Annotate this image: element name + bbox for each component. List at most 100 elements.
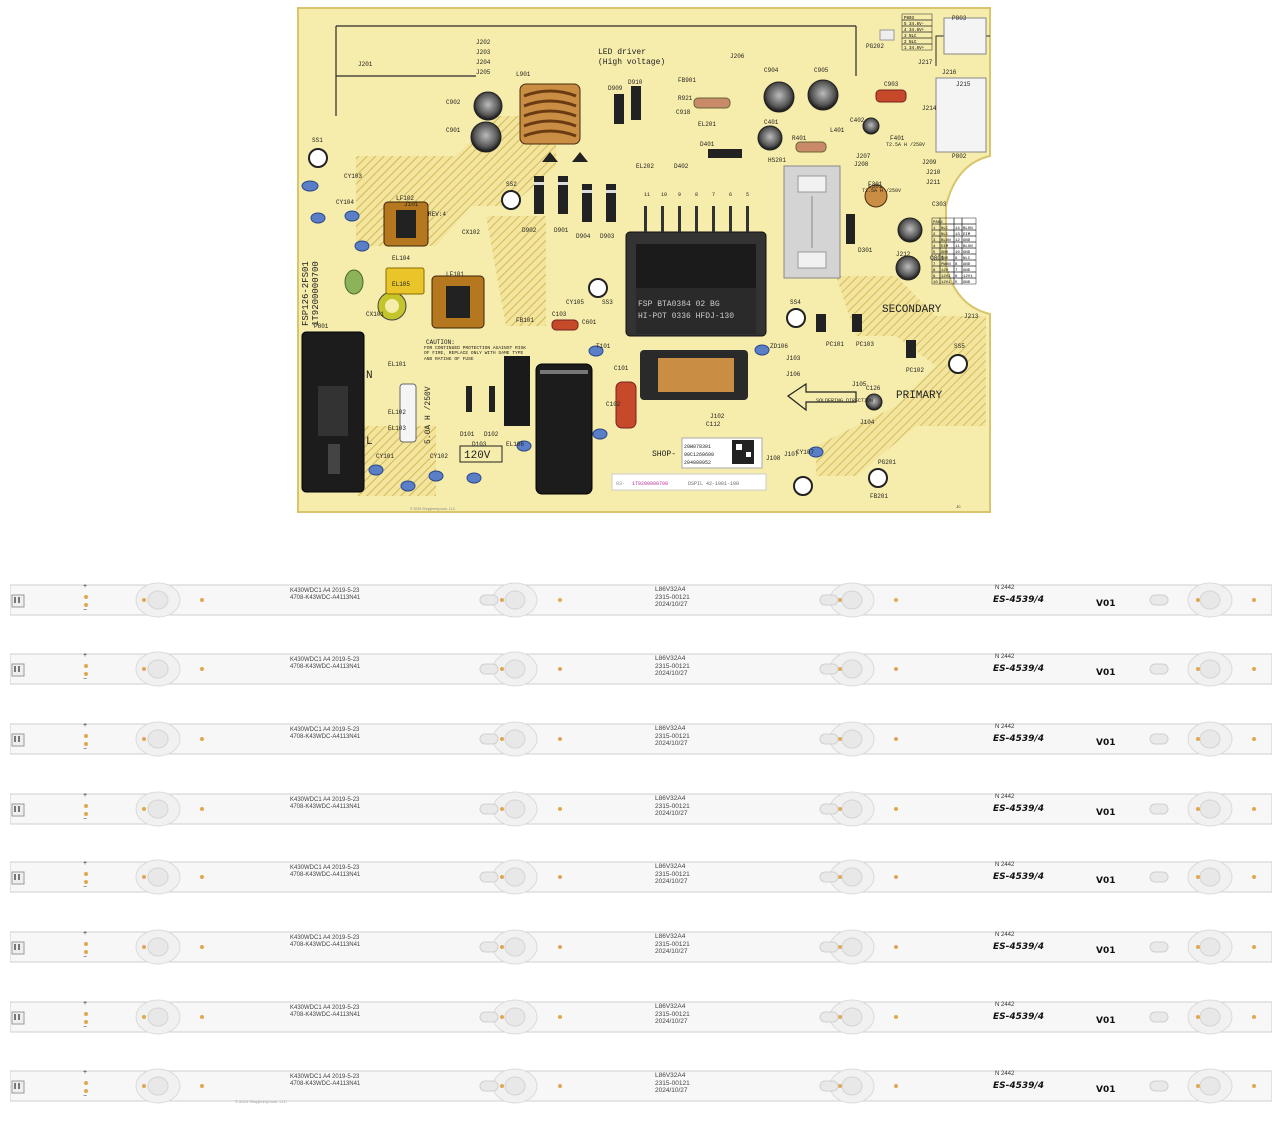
strip-solder-dot [200,667,204,671]
svg-text:R921: R921 [678,95,693,102]
transformer-pin-label: 5 [746,192,749,198]
strip-solder-dot [1196,667,1200,671]
p802-table-text: 10 [933,281,938,285]
svg-text:EL106: EL106 [506,441,524,448]
strip-solder-dot [558,875,562,879]
svg-text:FB201: FB201 [870,493,888,500]
fuse-f301-rating: T2.5A H /250V [862,188,901,194]
output-connectors [879,17,987,153]
minus-mark: − [83,954,88,961]
strip-marking-mid-1: L86V32A4 [655,863,686,870]
strip-marking-mid-2: 2315-00121 [655,1079,690,1087]
svg-text:C301: C301 [930,255,945,262]
svg-text:CY103: CY103 [344,173,362,180]
svg-text:J204: J204 [476,59,491,66]
p802-table-text: NLC [963,257,971,261]
strip-solder-dot [142,875,146,879]
svg-text:P803: P803 [952,15,967,22]
svg-text:D101: D101 [460,431,475,438]
p802-table-text: 5 [933,251,936,255]
strip-solder-dot [894,1015,898,1019]
strip-marking-v01: V01 [1096,946,1116,956]
svg-text:C601: C601 [582,319,597,326]
led-strip-body [10,651,1272,687]
strip-solder-dot [500,807,504,811]
strip-solder-dot [500,598,504,602]
strip-solder-dot [1252,598,1256,602]
p803-table-row: 2 NLC [904,41,917,45]
p802-table-text: GND [963,263,971,267]
strip-marking-left-1: K430WDC1 A4 2019-5-23 [290,727,360,733]
fuse [399,383,417,443]
svg-text:PC103: PC103 [856,341,874,348]
reference-designators: J201 J202 J203 J204 J205 J206 J207 J208 … [312,15,979,500]
strip-marking-mid-3: 2024/10/27 [655,1018,688,1025]
svg-text:C402: C402 [850,117,865,124]
svg-text:D401: D401 [700,141,715,148]
svg-text:PC101: PC101 [826,341,844,348]
led-strip-body [10,582,1272,618]
strip-solder-dot [1196,807,1200,811]
secondary-label: SECONDARY [882,304,942,316]
p803-table-row: P803 [904,17,915,21]
minus-mark: − [83,1093,88,1100]
strip-solder-dot [200,598,204,602]
strip-marking-left-1: K430WDC1 A4 2019-5-23 [290,588,360,594]
p803-table-row: 4 34.6V+ [904,29,925,33]
caution-title: CAUTION: [426,339,455,346]
strip-solder-dot [894,807,898,811]
fuse-rating-label: 5.0A H /250V [424,386,433,444]
p802-table-text: 7 [933,263,936,267]
p802-table-text: GND [963,239,971,243]
mounting-holes [308,148,968,496]
inductor-l901 [519,83,581,145]
strip-marking-left-2: 4708-K43WDC-A4113N41 [290,1012,361,1018]
svg-text:D102: D102 [484,431,499,438]
strip-solder-dot [894,598,898,602]
svg-text:J106: J106 [786,371,801,378]
svg-text:L301: L301 [868,183,883,190]
strip-marking-mid-1: L86V32A4 [655,725,686,732]
strip-solder-dot [142,737,146,741]
strip-solder-dot [558,1015,562,1019]
svg-text:C902: C902 [446,99,461,106]
p802-table-text: 4 [933,245,936,249]
led-strip-body [10,791,1272,827]
p803-table-row: 5 34.6V- [904,23,924,27]
svg-text:T101: T101 [596,343,611,350]
strip-marking-mid-2: 2315-00121 [655,662,690,670]
strip-solder-dot [558,945,562,949]
svg-text:SS5: SS5 [954,343,965,350]
svg-text:J213: J213 [964,313,979,320]
strip-solder-dot [500,1084,504,1088]
strip-marking-mid-1: L86V32A4 [655,933,686,940]
strip-marking-mid-3: 2024/10/27 [655,670,688,677]
led-driver-title: LED driver [598,48,646,57]
strip-solder-dot [838,875,842,879]
strip-marking-n: N 2442 [995,654,1015,660]
svg-text:D103: D103 [472,441,487,448]
strip-marking-v01: V01 [1096,808,1116,818]
strip-solder-dot [838,945,842,949]
strip-solder-dot [1196,598,1200,602]
strip-marking-left-1: K430WDC1 A4 2019-5-23 [290,1074,360,1080]
strip-solder-dot [558,598,562,602]
strip-marking-n: N 2442 [995,1002,1015,1008]
transformer-line2: HI-POT 0336 HFDJ-130 [638,312,734,321]
strip-solder-dot [200,807,204,811]
p802-table-text: GND [941,251,949,255]
svg-text:J206: J206 [730,53,745,60]
strip-solder-dot [142,1015,146,1019]
diodes [466,86,855,416]
svg-text:C401: C401 [764,119,779,126]
svg-text:HS201: HS201 [768,157,786,164]
strip-marking-v01: V01 [1096,599,1116,609]
minus-mark: − [83,816,88,823]
strip-solder-dot [894,1084,898,1088]
